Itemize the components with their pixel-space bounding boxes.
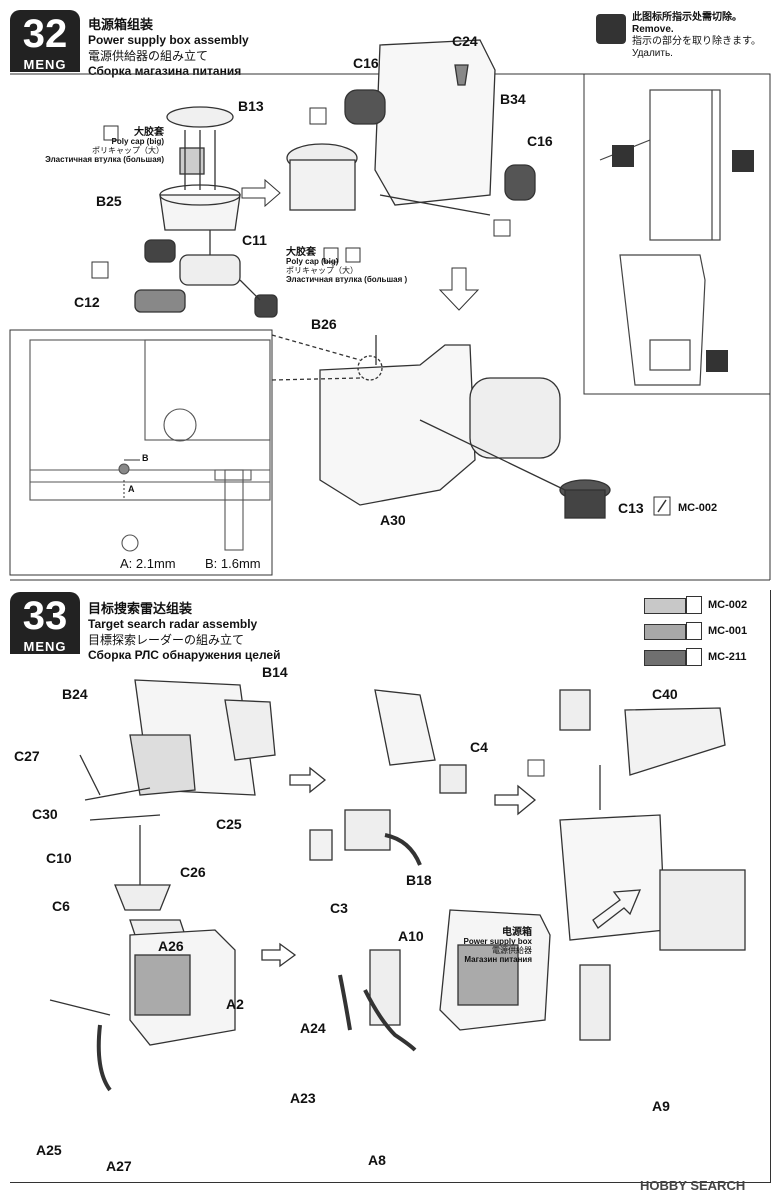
part-label: C13: [618, 500, 644, 516]
part-label: C30: [32, 806, 58, 822]
title-en: Power supply box assembly: [88, 33, 249, 47]
brand-logo: MENG: [23, 639, 67, 654]
remove-icon: [323, 247, 339, 263]
remove-cn: 此图标所指示处需切除。: [632, 12, 742, 23]
part-label: A24: [300, 1020, 326, 1036]
part-label: C16: [353, 55, 379, 71]
part-label: C3: [330, 900, 348, 916]
brush-icon: [686, 596, 702, 614]
part-label: A10: [398, 928, 424, 944]
part-label: A25: [36, 1142, 62, 1158]
hobby-search-logo: HOBBY SEARCH: [640, 1178, 746, 1193]
brush-icon: [686, 622, 702, 640]
psb-en: Power supply box: [463, 937, 532, 946]
part-label: C26: [180, 864, 206, 880]
part-label: C27: [14, 748, 40, 764]
color-swatch: [644, 650, 686, 666]
dimension-b: B: 1.6mm: [205, 556, 261, 571]
color-swatch: [644, 624, 686, 640]
part-label: A27: [106, 1158, 132, 1174]
part-label: A2: [226, 996, 244, 1012]
part-label: B34: [500, 91, 526, 107]
part-label: C6: [52, 898, 70, 914]
title-jp: 目標探索レーダーの組み立て: [88, 633, 245, 647]
remove-legend: 此图标所指示处需切除。 Remove. 指示の部分を取り除きます。 Удалит…: [632, 12, 761, 60]
step-32-badge: 32 MENG: [10, 10, 80, 72]
part-label: B26: [311, 316, 337, 332]
polycap-en: Poly cap (big): [111, 137, 164, 146]
remove-icon: [103, 125, 119, 141]
part-label: A9: [652, 1098, 670, 1114]
remove-ru: Удалить.: [632, 48, 673, 59]
part-label: B24: [62, 686, 88, 702]
color-swatch: [644, 598, 686, 614]
part-label: C10: [46, 850, 72, 866]
polycap-ru: Эластичная втулка (большая): [45, 155, 164, 164]
part-label: C24: [452, 33, 478, 49]
remove-icon: [309, 107, 327, 125]
polycap-note-2: 大胶套 Poly cap (big) ポリキャップ（大） Эластичная …: [286, 247, 436, 285]
dimension-a: A: 2.1mm: [120, 556, 176, 571]
polycap2-cn: 大胶套: [286, 247, 316, 258]
polycap-jp: ポリキャップ（大）: [92, 146, 164, 155]
remove-icon: [612, 145, 634, 167]
polycap2-ru: Эластичная втулка (большая ): [286, 275, 408, 284]
part-label: C16: [527, 133, 553, 149]
title-cn: 电源箱组装: [88, 17, 154, 32]
part-label: C40: [652, 686, 678, 702]
remove-icon: [345, 247, 361, 263]
step-number: 33: [22, 594, 68, 638]
paint-code: MC-001: [708, 625, 748, 637]
remove-icon: [706, 350, 728, 372]
part-label: A8: [368, 1152, 386, 1168]
part-label: C4: [470, 739, 488, 755]
detail-label-b: B: [142, 453, 149, 463]
paint-code: MC-002: [708, 599, 748, 611]
step-number: 32: [22, 12, 68, 56]
polycap-cn: 大胶套: [134, 127, 164, 138]
step-33-frame: [10, 590, 771, 1183]
psb-cn: 电源箱: [502, 927, 532, 938]
part-label: B13: [238, 98, 264, 114]
power-supply-box-note: 电源箱 Power supply box 電源供給器 Магазин питан…: [440, 927, 532, 965]
remove-icon: [527, 759, 545, 777]
polycap2-en: Poly cap (big): [286, 257, 339, 266]
brush-icon: [686, 648, 702, 666]
part-label: C12: [74, 294, 100, 310]
part-label: A23: [290, 1090, 316, 1106]
step-33-badge: 33 MENG: [10, 592, 80, 654]
remove-icon: [493, 219, 511, 237]
remove-icon: [91, 261, 109, 279]
part-label: C25: [216, 816, 242, 832]
step-32-illustration: [9, 39, 771, 581]
paint-code: MC-211: [708, 651, 747, 663]
remove-icon: [596, 14, 626, 44]
step-33-illustration: [49, 679, 746, 1092]
remove-icon: [732, 150, 754, 172]
detail-label-a: A: [128, 484, 135, 494]
title-cn: 目标搜索雷达组装: [88, 601, 193, 616]
step-33-titles: 目标搜索雷达组装 Target search radar assembly 目標…: [88, 598, 280, 662]
title-jp: 電源供給器の組み立て: [88, 49, 209, 63]
part-label: B18: [406, 872, 432, 888]
title-ru: Сборка РЛС обнаружения целей: [88, 648, 281, 662]
title-en: Target search radar assembly: [88, 617, 258, 631]
remove-en: Remove.: [632, 24, 674, 35]
part-label: A26: [158, 938, 184, 954]
remove-jp: 指示の部分を取り除きます。: [632, 36, 761, 47]
polycap-note: 大胶套 Poly cap (big) ポリキャップ（大） Эластичная …: [14, 127, 164, 165]
part-label: B25: [96, 193, 122, 209]
psb-jp: 電源供給器: [492, 946, 532, 955]
paint-code: MC-002: [678, 502, 718, 514]
part-label: A30: [380, 512, 406, 528]
brand-logo: MENG: [23, 57, 67, 72]
part-label: C11: [242, 232, 267, 248]
psb-ru: Магазин питания: [464, 955, 532, 964]
part-label: B14: [262, 664, 288, 680]
polycap2-jp: ポリキャップ（大）: [286, 266, 358, 275]
